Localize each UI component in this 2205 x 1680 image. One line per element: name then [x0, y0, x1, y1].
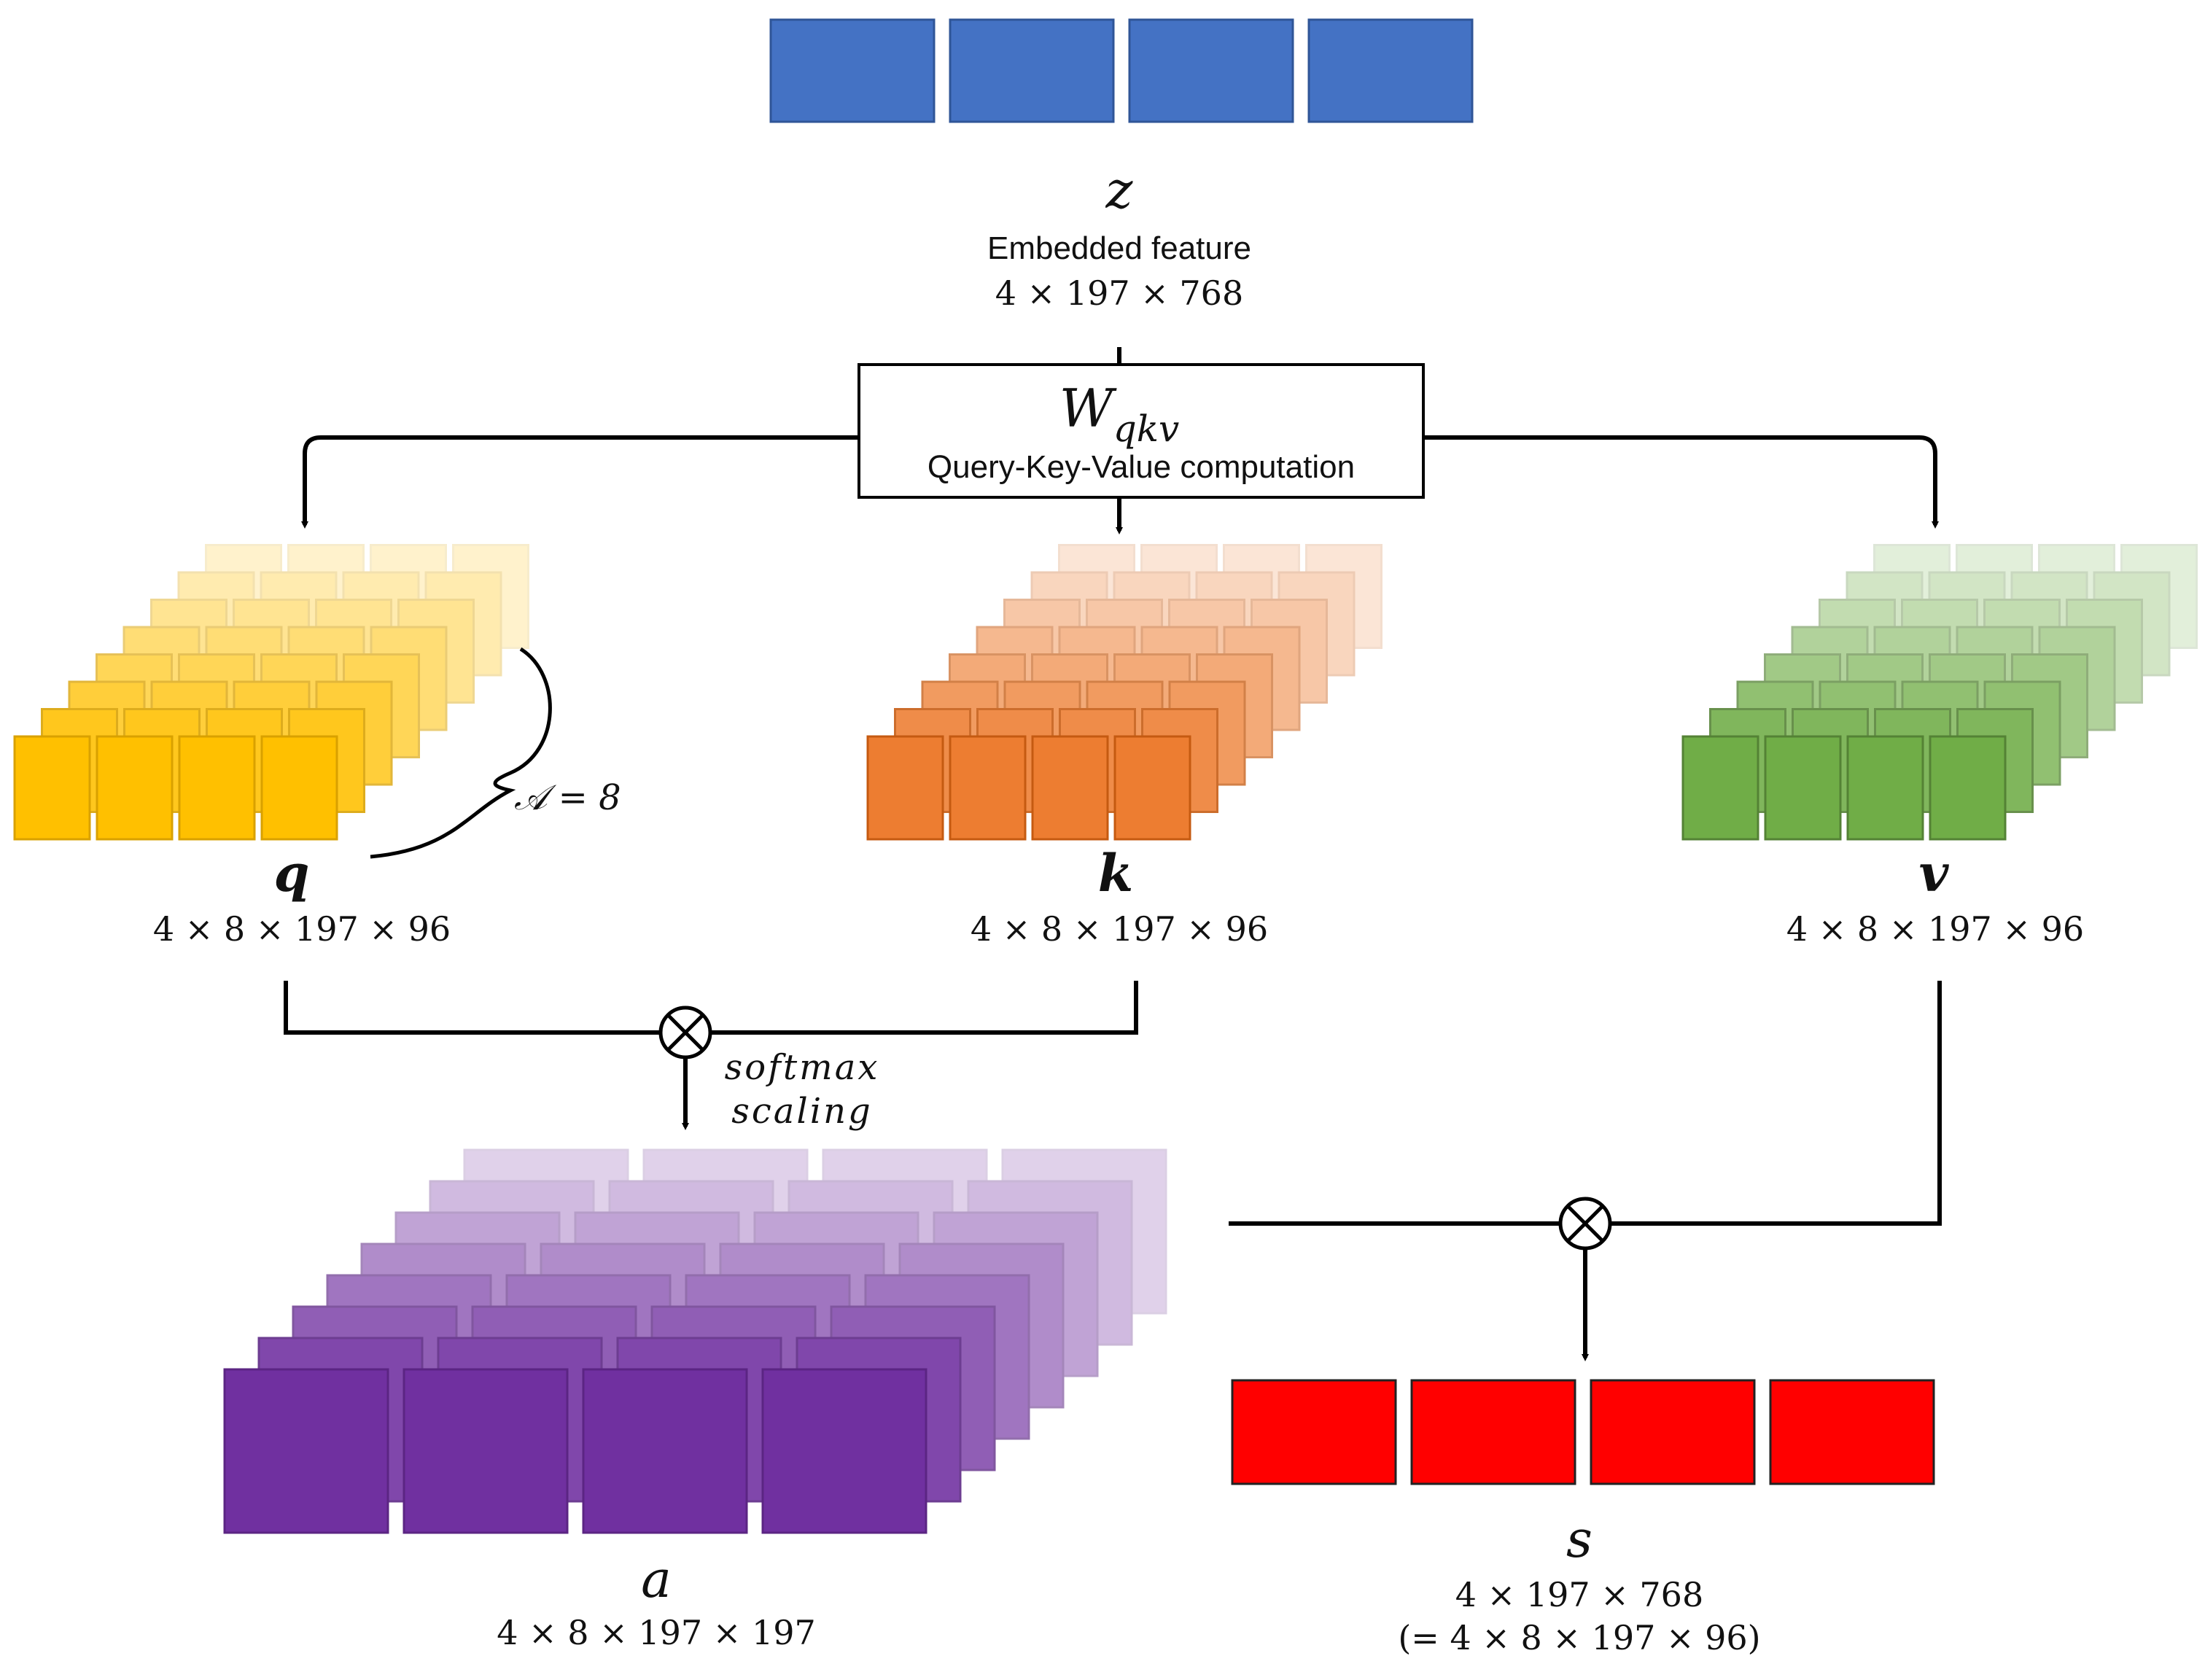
z-dims: 4 × 197 × 768 [995, 273, 1243, 313]
av-multiply-icon [1558, 1197, 1612, 1251]
q-front-block [13, 735, 91, 841]
a-symbol: a [641, 1549, 672, 1609]
a-front-block [223, 1368, 389, 1534]
z-feature-block [949, 18, 1115, 123]
k-front-block [866, 735, 944, 841]
a-front-block [761, 1368, 928, 1534]
a-dims: 4 × 8 × 197 × 197 [497, 1613, 816, 1652]
a-front-block [402, 1368, 569, 1534]
z-embedded-feature-blocks [769, 18, 1474, 123]
q-symbol: q [274, 843, 310, 903]
v-symbol: v [1919, 843, 1950, 903]
heads-brace [370, 647, 552, 859]
scaling-label: scaling [731, 1091, 872, 1132]
q-front-block [96, 735, 174, 841]
s-output-block [1769, 1379, 1935, 1485]
softmax-label: softmax [725, 1047, 880, 1088]
k-front-block [949, 735, 1027, 841]
heads-label: 𝒜 = 8 [514, 777, 621, 818]
wqkv-box: Wqkv Query-Key-Value computation [858, 363, 1425, 499]
q-head-stack [13, 544, 529, 841]
z-label: Embedded feature [987, 230, 1251, 266]
v-front-block [1764, 735, 1842, 841]
k-dims: 4 × 8 × 197 × 96 [971, 909, 1268, 949]
z-feature-block [769, 18, 936, 123]
k-front-block [1031, 735, 1109, 841]
wqkv-symbol: Wqkv [1059, 378, 1180, 450]
k-symbol: k [1098, 843, 1134, 903]
z-feature-block [1307, 18, 1474, 123]
q-front-block [178, 735, 256, 841]
q-dims: 4 × 8 × 197 × 96 [153, 909, 451, 949]
v-front-block [1929, 735, 2007, 841]
wqkv-to-q-arrow [301, 435, 859, 529]
s-dims: 4 × 197 × 768 [1455, 1575, 1703, 1614]
z-feature-block [1128, 18, 1294, 123]
s-output-block [1410, 1379, 1576, 1485]
v-head-stack [1681, 544, 2198, 841]
z-symbol: z [1105, 160, 1134, 220]
k-head-stack [866, 544, 1382, 841]
q-front-block [260, 735, 338, 841]
s-output-block [1231, 1379, 1397, 1485]
qk-multiply-icon [658, 1006, 712, 1059]
v-front-block [1681, 735, 1759, 841]
s-dims-equivalent: (= 4 × 8 × 197 × 96) [1398, 1618, 1760, 1657]
v-dims: 4 × 8 × 197 × 96 [1786, 909, 2084, 949]
wqkv-label: Query-Key-Value computation [928, 449, 1355, 485]
v-front-block [1846, 735, 1924, 841]
s-output-block [1590, 1379, 1756, 1485]
k-front-block [1113, 735, 1191, 841]
s-output-blocks [1231, 1379, 1935, 1485]
q-k-connector [284, 981, 1138, 1035]
a-attention-stack [223, 1148, 1167, 1534]
s-symbol: s [1566, 1509, 1592, 1569]
v-to-multiply-connector [1610, 981, 1942, 1226]
wqkv-to-v-arrow [1423, 435, 1939, 529]
a-front-block [582, 1368, 748, 1534]
